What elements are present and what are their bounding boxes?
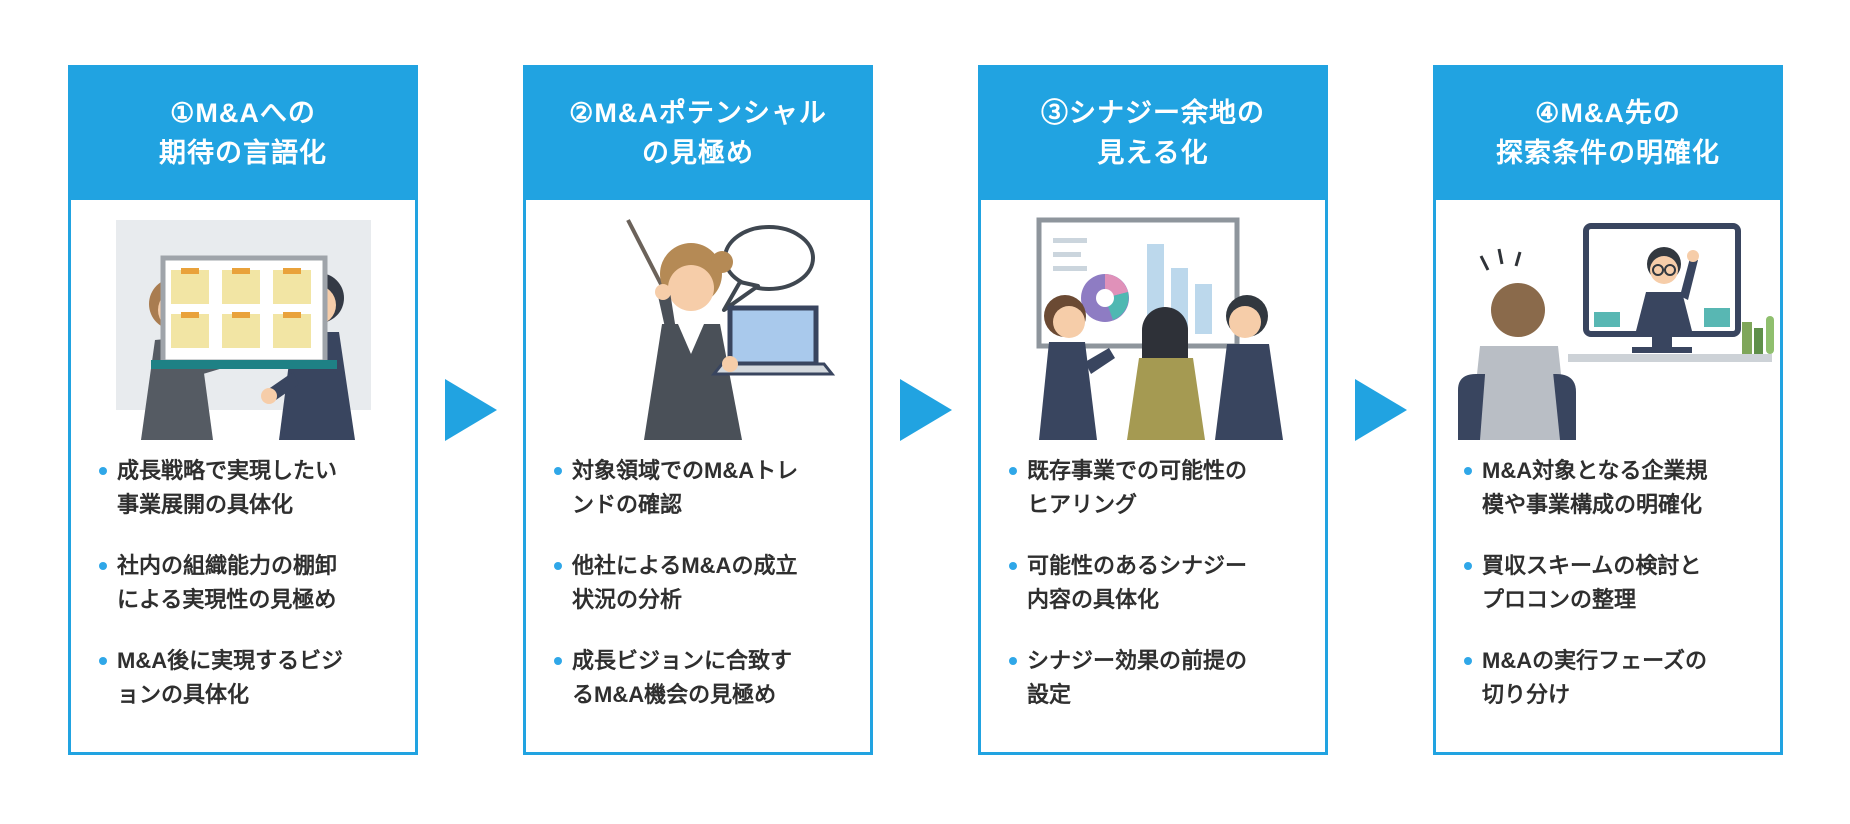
bullet-dot-icon xyxy=(1464,562,1472,570)
step-1-body: 成長戦略で実現したい事業展開の具体化 社内の組織能力の棚卸による実現性の見極め … xyxy=(68,200,418,755)
step-2-title-line1: ②M&Aポテンシャル xyxy=(569,97,827,128)
bullet-text: 成長戦略で実現したい事業展開の具体化 xyxy=(117,458,338,517)
bullet-item: 既存事業での可能性のヒアリング xyxy=(1007,454,1262,522)
bullet-dot-icon xyxy=(1464,467,1472,475)
step-3-body: 既存事業での可能性のヒアリング 可能性のあるシナジー内容の具体化 シナジー効果の… xyxy=(978,200,1328,755)
bullet-item: M&A後に実現するビジョンの具体化 xyxy=(97,644,352,712)
bullet-text: M&A後に実現するビジョンの具体化 xyxy=(117,648,344,707)
step-2-body: 対象領域でのM&Aトレンドの確認 他社によるM&Aの成立状況の分析 成長ビジョン… xyxy=(523,200,873,755)
step-panel-3: ③シナジー余地の 見える化 xyxy=(978,65,1328,755)
step-2-title-line2: の見極め xyxy=(642,137,754,168)
laptop-screen xyxy=(727,305,819,367)
step-3-title-line2: 見える化 xyxy=(1097,137,1209,168)
step-1-title: ①M&Aへの 期待の言語化 xyxy=(68,65,418,200)
bullet-text: 社内の組織能力の棚卸による実現性の見極め xyxy=(117,553,338,612)
step-3-title-line1: ③シナジー余地の xyxy=(1041,97,1265,128)
bullet-item: シナジー効果の前提の設定 xyxy=(1007,644,1262,712)
bullet-dot-icon xyxy=(99,657,107,665)
bullet-item: M&Aの実行フェーズの切り分け xyxy=(1462,644,1717,712)
bullet-item: M&A対象となる企業規模や事業構成の明確化 xyxy=(1462,454,1717,522)
plant xyxy=(1766,316,1774,354)
step-panel-4: ④M&A先の 探索条件の明確化 xyxy=(1433,65,1783,755)
bullet-item: 成長戦略で実現したい事業展開の具体化 xyxy=(97,454,352,522)
step-1-title-line2: 期待の言語化 xyxy=(159,137,327,168)
step-gap xyxy=(873,65,978,441)
pointer-stick xyxy=(626,219,666,291)
bullet-dot-icon xyxy=(1009,657,1017,665)
bullet-text: 既存事業での可能性のヒアリング xyxy=(1027,458,1248,517)
bullet-item: 他社によるM&Aの成立状況の分析 xyxy=(552,549,807,617)
step-3-bullets: 既存事業での可能性のヒアリング 可能性のあるシナジー内容の具体化 シナジー効果の… xyxy=(1007,454,1262,712)
bullet-text: M&A対象となる企業規模や事業構成の明確化 xyxy=(1482,458,1708,517)
bullet-dot-icon xyxy=(1009,467,1017,475)
bullet-dot-icon xyxy=(1009,562,1017,570)
bullet-dot-icon xyxy=(554,467,562,475)
step-3-title: ③シナジー余地の 見える化 xyxy=(978,65,1328,200)
step-2-bullets: 対象領域でのM&Aトレンドの確認 他社によるM&Aの成立状況の分析 成長ビジョン… xyxy=(552,454,807,712)
step-gap xyxy=(418,65,523,441)
whiteboard-tray xyxy=(151,360,337,369)
bullet-dot-icon xyxy=(1464,657,1472,665)
bullet-item: 成長ビジョンに合致するM&A機会の見極め xyxy=(552,644,807,712)
presenter-laptop-illustration xyxy=(626,219,836,440)
bullet-item: 対象領域でのM&Aトレンドの確認 xyxy=(552,454,807,522)
bullet-dot-icon xyxy=(554,562,562,570)
meeting-charts-illustration xyxy=(1036,217,1283,440)
bullet-text: 成長ビジョンに合致するM&A機会の見極め xyxy=(572,648,793,707)
arrow-right-icon xyxy=(1354,379,1407,441)
arrow-right-icon xyxy=(899,379,952,441)
step-4-title-line1: ④M&A先の xyxy=(1535,97,1681,128)
step-1-bullets: 成長戦略で実現したい事業展開の具体化 社内の組織能力の棚卸による実現性の見極め … xyxy=(97,454,352,712)
bullet-text: M&Aの実行フェーズの切り分け xyxy=(1482,648,1708,707)
step-4-bullets: M&A対象となる企業規模や事業構成の明確化 買収スキームの検討とプロコンの整理 … xyxy=(1462,454,1717,712)
bullet-dot-icon xyxy=(99,562,107,570)
step-4-body: M&A対象となる企業規模や事業構成の明確化 買収スキームの検討とプロコンの整理 … xyxy=(1433,200,1783,755)
bullet-text: 他社によるM&Aの成立状況の分析 xyxy=(572,553,798,612)
bullet-item: 買収スキームの検討とプロコンの整理 xyxy=(1462,549,1717,617)
bullet-text: 対象領域でのM&Aトレンドの確認 xyxy=(572,458,799,517)
bullet-item: 可能性のあるシナジー内容の具体化 xyxy=(1007,549,1262,617)
step-4-title-line2: 探索条件の明確化 xyxy=(1496,137,1720,168)
bullet-dot-icon xyxy=(554,657,562,665)
bullet-item: 社内の組織能力の棚卸による実現性の見極め xyxy=(97,549,352,617)
whiteboard-workshop-illustration xyxy=(116,220,371,440)
step-4-title: ④M&A先の 探索条件の明確化 xyxy=(1433,65,1783,200)
step-panel-2: ②M&Aポテンシャル の見極め xyxy=(523,65,873,755)
speech-bubble xyxy=(723,225,815,291)
desk xyxy=(1568,354,1772,362)
step-1-title-line1: ①M&Aへの xyxy=(170,97,316,128)
bullet-text: 買収スキームの検討とプロコンの整理 xyxy=(1482,553,1702,612)
step-2-title: ②M&Aポテンシャル の見極め xyxy=(523,65,873,200)
video-call-illustration xyxy=(1458,223,1774,440)
step-gap xyxy=(1328,65,1433,441)
bullet-text: シナジー効果の前提の設定 xyxy=(1027,648,1248,707)
step-panel-1: ①M&Aへの 期待の言語化 xyxy=(68,65,418,755)
bullet-text: 可能性のあるシナジー内容の具体化 xyxy=(1027,553,1248,612)
bullet-dot-icon xyxy=(99,467,107,475)
arrow-right-icon xyxy=(444,379,497,441)
